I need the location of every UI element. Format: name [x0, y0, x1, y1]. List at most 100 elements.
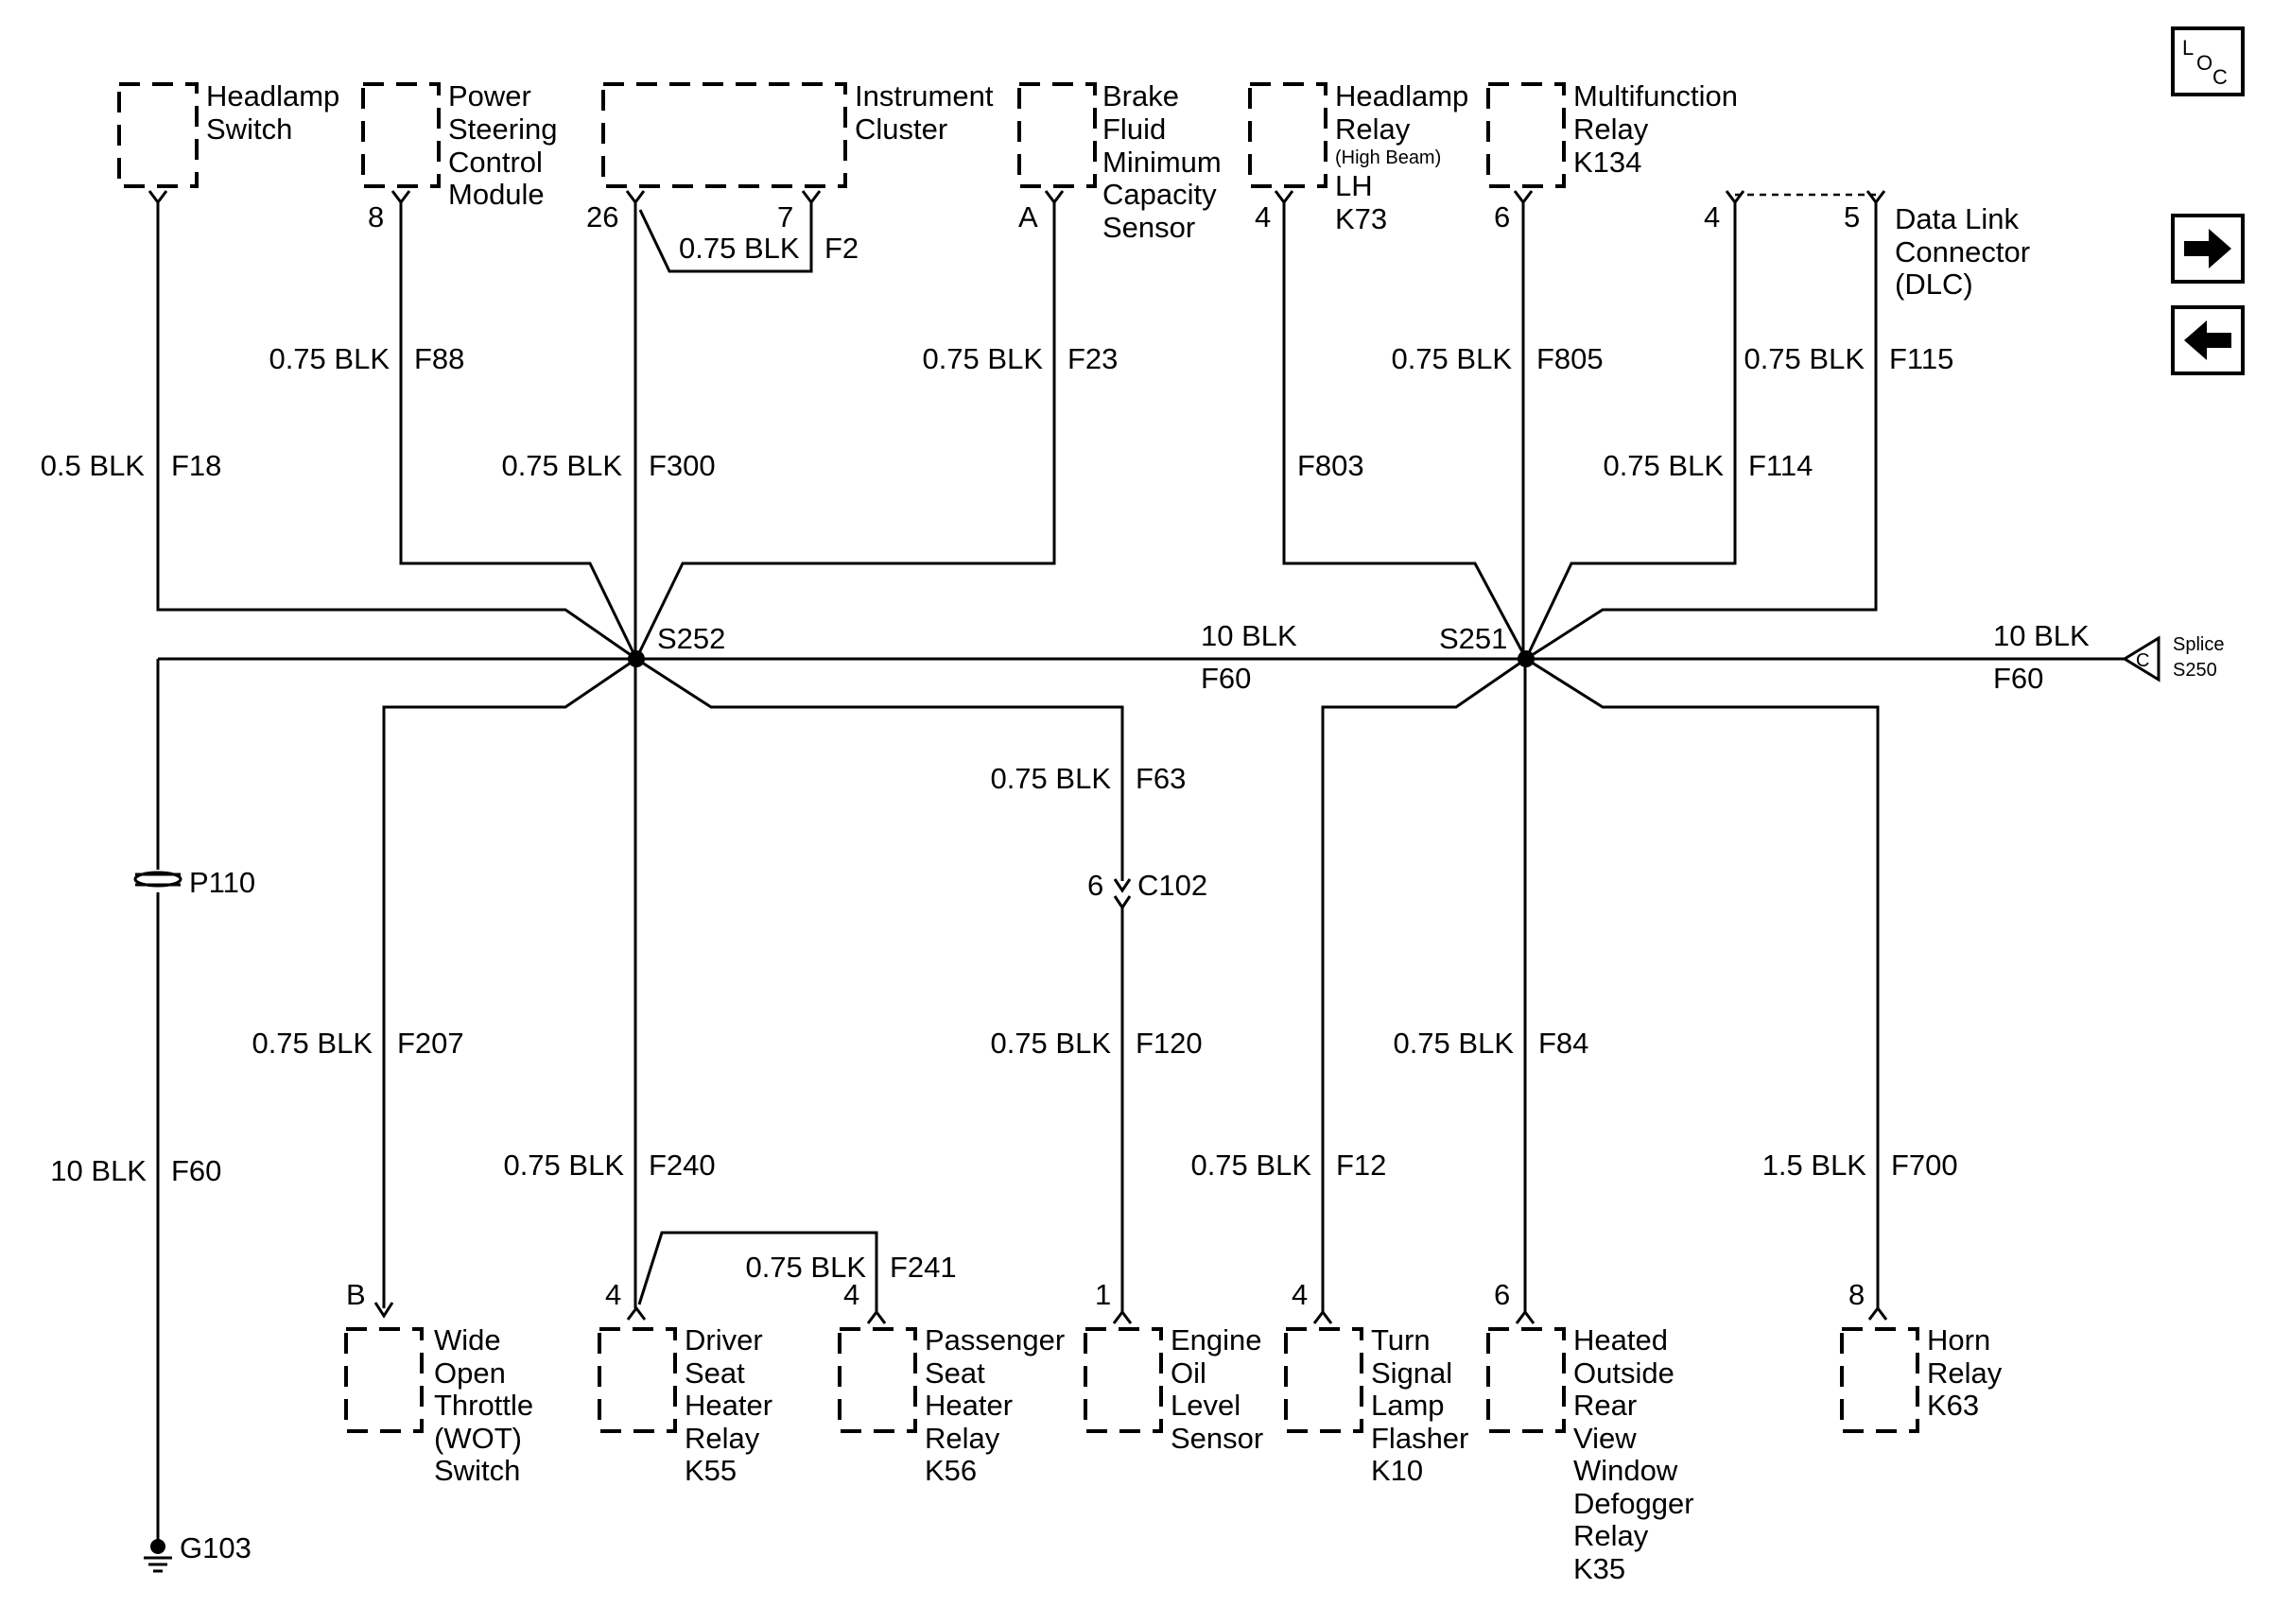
- svg-text:F241: F241: [890, 1251, 957, 1284]
- svg-text:K10: K10: [1371, 1454, 1423, 1487]
- svg-text:Lamp: Lamp: [1371, 1389, 1445, 1422]
- headlamp-switch-label: Headlamp Switch: [206, 79, 339, 146]
- wire-label-f114: 0.75 BLK F114: [1603, 449, 1813, 482]
- svg-text:0.75 BLK: 0.75 BLK: [990, 762, 1111, 795]
- svg-text:Seat: Seat: [925, 1356, 985, 1390]
- svg-text:0.75 BLK: 0.75 BLK: [1744, 342, 1865, 375]
- svg-text:Heater: Heater: [925, 1389, 1013, 1422]
- svg-text:Passenger: Passenger: [925, 1323, 1065, 1356]
- c102-label: C102: [1137, 869, 1207, 902]
- svg-text:K73: K73: [1335, 202, 1387, 235]
- svg-text:Minimum: Minimum: [1102, 146, 1222, 179]
- svg-text:Rear: Rear: [1573, 1389, 1637, 1422]
- horn-relay-box: [1840, 1327, 1919, 1433]
- brake-fluid-box: [1017, 82, 1097, 188]
- wire-label-f300: 0.75 BLK F300: [501, 449, 715, 482]
- next-page-button[interactable]: [2171, 214, 2245, 284]
- svg-text:Relay: Relay: [1927, 1356, 2003, 1390]
- passenger-seat-box: [838, 1327, 917, 1433]
- svg-text:Connector: Connector: [1895, 235, 2030, 268]
- svg-text:F88: F88: [414, 342, 464, 375]
- svg-text:Sensor: Sensor: [1171, 1422, 1263, 1455]
- svg-text:Cluster: Cluster: [855, 112, 947, 146]
- svg-text:F2: F2: [824, 232, 859, 265]
- heated-mirror-label: Heated Outside Rear View Window Defogger…: [1573, 1323, 1694, 1585]
- arrow-left-icon: [2184, 320, 2231, 360]
- svg-text:0.75 BLK: 0.75 BLK: [679, 232, 800, 265]
- wire-label-f240: 0.75 BLK F240: [503, 1149, 715, 1182]
- svg-text:Defogger: Defogger: [1573, 1487, 1694, 1520]
- upper-wires: [156, 202, 1878, 661]
- wire-label-f241: 0.75 BLK F241: [745, 1251, 956, 1284]
- driver-seat-box: [598, 1327, 677, 1433]
- svg-text:0.75 BLK: 0.75 BLK: [1391, 342, 1512, 375]
- svg-text:F12: F12: [1336, 1149, 1386, 1182]
- svg-text:Splice: Splice: [2173, 634, 2224, 655]
- svg-text:Control: Control: [448, 146, 543, 179]
- svg-text:10 BLK: 10 BLK: [1993, 619, 2090, 652]
- splice-s252-label: S252: [657, 622, 725, 655]
- svg-text:F23: F23: [1067, 342, 1118, 375]
- pin-horn: 8: [1848, 1278, 1865, 1311]
- wot-switch-label: Wide Open Throttle (WOT) Switch: [434, 1323, 533, 1487]
- svg-text:Level: Level: [1171, 1389, 1241, 1422]
- arrow-right-icon: [2184, 229, 2231, 268]
- svg-text:C: C: [2136, 650, 2149, 671]
- svg-text:F207: F207: [397, 1027, 464, 1060]
- pin-ic-7: 7: [777, 200, 793, 233]
- pin-hl-relay: 4: [1255, 200, 1271, 233]
- svg-text:Power: Power: [448, 79, 531, 112]
- svg-text:Flasher: Flasher: [1371, 1422, 1468, 1455]
- wire-label-f805: 0.75 BLK F805: [1391, 342, 1603, 375]
- svg-text:0.75 BLK: 0.75 BLK: [1190, 1149, 1311, 1182]
- svg-text:Turn: Turn: [1371, 1323, 1431, 1356]
- pin-wot: B: [346, 1278, 366, 1311]
- pin-driver: 4: [605, 1278, 621, 1311]
- wire-label-f23: 0.75 BLK F23: [922, 342, 1118, 375]
- svg-text:Horn: Horn: [1927, 1323, 1990, 1356]
- wire-label-f207: 0.75 BLK F207: [252, 1027, 463, 1060]
- pin-ps: 8: [368, 200, 384, 233]
- svg-text:K56: K56: [925, 1454, 977, 1487]
- svg-text:0.75 BLK: 0.75 BLK: [503, 1149, 624, 1182]
- pin-dlc-4: 4: [1704, 200, 1720, 233]
- svg-text:1.5 BLK: 1.5 BLK: [1762, 1149, 1867, 1182]
- svg-text:LH: LH: [1335, 169, 1373, 202]
- wot-switch-box: [344, 1327, 424, 1433]
- loc-letter-c: C: [2212, 65, 2228, 89]
- svg-text:F60: F60: [1201, 662, 1251, 695]
- pin-mf-relay: 6: [1494, 200, 1510, 233]
- wire-label-f63: 0.75 BLK F63: [990, 762, 1186, 795]
- svg-text:View: View: [1573, 1422, 1637, 1455]
- svg-text:Relay: Relay: [925, 1422, 1000, 1455]
- svg-text:Heated: Heated: [1573, 1323, 1668, 1356]
- svg-text:F805: F805: [1536, 342, 1604, 375]
- svg-text:Oil: Oil: [1171, 1356, 1206, 1390]
- svg-text:F240: F240: [649, 1149, 716, 1182]
- svg-text:F114: F114: [1748, 449, 1813, 482]
- svg-text:Seat: Seat: [685, 1356, 745, 1390]
- svg-text:Relay: Relay: [1573, 112, 1649, 146]
- svg-text:Driver: Driver: [685, 1323, 763, 1356]
- svg-text:Instrument: Instrument: [855, 79, 994, 112]
- driver-seat-label: Driver Seat Heater Relay K55: [685, 1323, 772, 1487]
- svg-text:Fluid: Fluid: [1102, 112, 1166, 146]
- svg-text:Data Link: Data Link: [1895, 202, 2019, 235]
- c102-connector: [1113, 878, 1132, 910]
- svg-text:K55: K55: [685, 1454, 737, 1487]
- top-terminals: [147, 190, 1886, 205]
- svg-text:Module: Module: [448, 178, 545, 211]
- svg-text:Brake: Brake: [1102, 79, 1179, 112]
- engine-oil-box: [1084, 1327, 1163, 1433]
- svg-text:0.75 BLK: 0.75 BLK: [922, 342, 1043, 375]
- splice-s250-label: Splice S250: [2173, 634, 2224, 681]
- svg-text:10 BLK: 10 BLK: [1201, 619, 1297, 652]
- power-steering-box: [361, 82, 441, 188]
- brake-fluid-label: Brake Fluid Minimum Capacity Sensor: [1102, 79, 1222, 244]
- loc-button[interactable]: L O C: [2171, 26, 2245, 96]
- turn-signal-box: [1284, 1327, 1363, 1433]
- wire-label-f700: 1.5 BLK F700: [1762, 1149, 1958, 1182]
- horn-relay-label: Horn Relay K63: [1927, 1323, 2003, 1422]
- prev-page-button[interactable]: [2171, 305, 2245, 375]
